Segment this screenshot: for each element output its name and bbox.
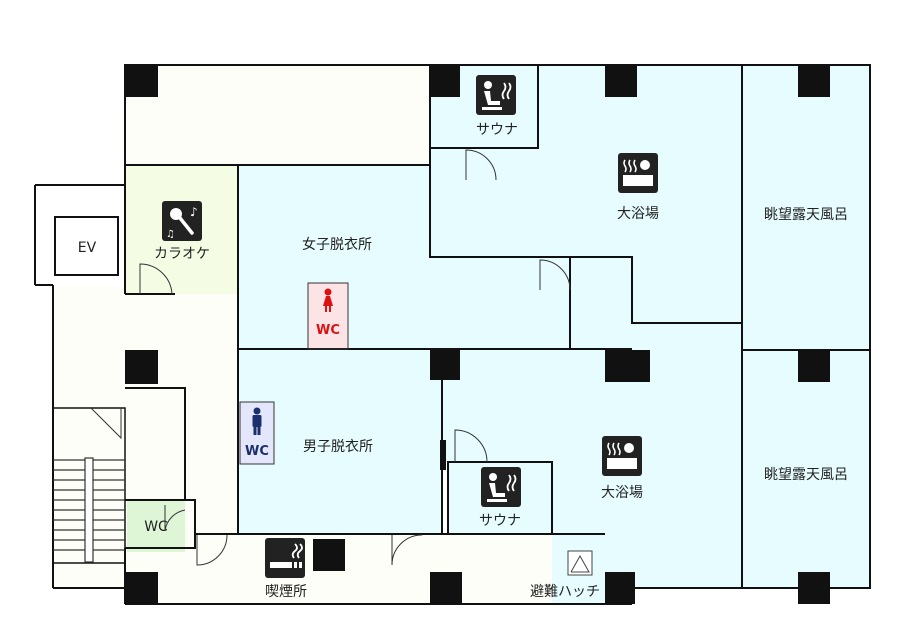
male-icon [252,407,262,435]
sauna-label-upper: サウナ [476,122,518,138]
wc-men-label: WC [245,444,269,459]
column [125,572,158,604]
wc-corridor-label: WC [144,519,168,535]
door-arc [539,259,571,291]
men-changing-label: 男子脱衣所 [303,439,373,455]
karaoke-label: カラオケ [154,246,210,262]
female-icon [323,288,333,312]
stair-box [52,407,126,564]
column [798,572,830,604]
corridor-area [125,65,430,165]
hatch-label: 避難ハッチ [530,584,600,600]
door-arc [391,534,423,566]
sauna-icon [481,467,521,507]
bath-label-upper: 大浴場 [617,206,659,222]
wc-men-wall [239,401,275,465]
smoking-corridor [125,534,605,604]
elevator-box [54,216,119,276]
columns [125,65,830,604]
corridor-main [53,286,238,588]
bath-label-lower: 大浴場 [601,485,643,501]
svg-text:♫: ♫ [166,229,175,240]
hatch-icon [567,550,593,576]
column [125,350,158,384]
door-arc [454,429,488,463]
svg-text:♪: ♪ [190,205,198,219]
sauna-label-lower: サウナ [479,513,521,529]
smoking-icon [265,538,305,578]
wc-corridor [127,500,185,552]
elevator-label: EV [78,240,97,256]
women-area-box [570,257,632,349]
column [430,572,462,604]
column [313,539,345,571]
doors [90,149,571,566]
wall-post [440,440,446,470]
karaoke-mic-icon: ♪ ♫ [162,201,202,241]
open-air-bath-upper [742,65,870,355]
bath-icon [618,153,658,193]
smoking-label: 喫煙所 [265,584,307,600]
wall-sauna-upper [429,65,571,349]
bath-room-upper [430,65,742,323]
column [430,350,460,380]
wall-sauna-upper-box [430,65,539,149]
door-arc [139,263,173,295]
door-arc [90,407,122,440]
open-air-label-upper: 眺望露天風呂 [764,207,848,223]
elevator-area [35,185,125,285]
staircase [53,457,125,563]
wc-women-wall [307,282,349,350]
door-arc [465,149,497,181]
door-arc [196,534,228,566]
column [798,65,830,97]
door-arc [164,505,186,531]
walls [34,64,871,605]
open-air-label-lower: 眺望露天風呂 [764,467,848,483]
column [605,572,635,604]
wall-wc-corridor [125,499,196,549]
sauna-icon [476,75,516,115]
column [798,350,830,382]
room-fills [35,65,870,604]
bath-icon [602,436,642,476]
wall-sauna-lower [447,461,553,534]
column [605,350,650,382]
wall-corridor-mid [125,387,186,500]
open-air-bath-lower [742,355,870,588]
wall-women-box [570,256,742,324]
women-changing-label: 女子脱衣所 [302,236,372,253]
column [430,65,460,97]
column [605,65,637,97]
wc-women-label: WC [316,323,340,338]
column [125,65,158,97]
